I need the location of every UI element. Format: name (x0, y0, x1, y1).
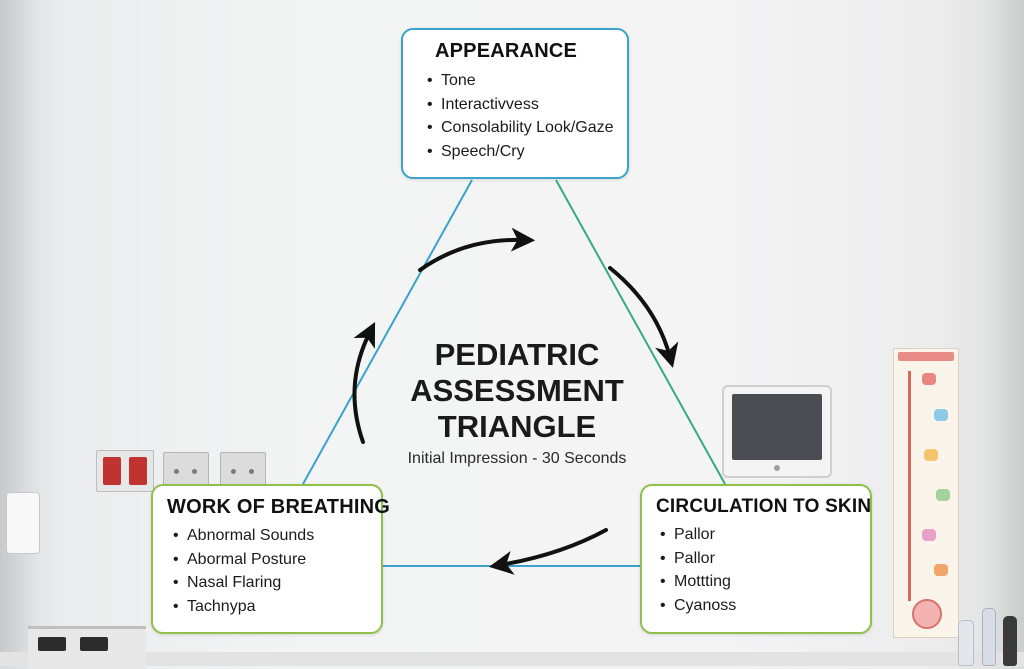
growth-chart-character (912, 599, 942, 629)
growth-height-chart (893, 348, 959, 638)
growth-chart-sticker (922, 373, 936, 385)
growth-chart-ruler (908, 371, 911, 601)
diagram-title: PEDIATRIC ASSESSMENT TRIANGLE (372, 337, 662, 445)
cycle-arrow-top (418, 227, 536, 272)
growth-chart-sticker (924, 449, 938, 461)
growth-chart-sticker (936, 489, 950, 501)
circulation-to-skin-list: Pallor Pallor Mottting Cyanoss (656, 523, 870, 617)
list-item: Pallor (660, 547, 870, 571)
list-item: Interactivvess (427, 93, 627, 117)
appearance-list: Tone Interactivvess Consolability Look/G… (427, 69, 627, 163)
work-of-breathing-heading: WORK OF BREATHING (167, 496, 391, 518)
diagram-subtitle: Initial Impression - 30 Seconds (407, 450, 627, 467)
wall-dispenser (6, 492, 40, 554)
wall-shadow-left (0, 0, 40, 666)
list-item: Consolability Look/Gaze (427, 116, 627, 140)
cycle-arrow-left (352, 322, 376, 444)
triangle-edge-left (302, 179, 473, 485)
appearance-box: APPEARANCE Tone Interactivvess Consolabi… (401, 28, 629, 179)
growth-chart-header (898, 352, 954, 361)
floor (0, 652, 1024, 666)
hospital-bed-rail (28, 626, 146, 669)
list-item: Tachnypa (173, 595, 381, 619)
list-item: Cyanoss (660, 594, 870, 618)
list-item: Mottting (660, 570, 870, 594)
red-wall-switch (96, 450, 154, 492)
work-of-breathing-list: Abnormal Sounds Abormal Posture Nasal Fl… (167, 524, 381, 618)
list-item: Abormal Posture (173, 548, 381, 572)
circulation-to-skin-box: CIRCULATION TO SKIN Pallor Pallor Mottti… (640, 484, 872, 634)
circulation-to-skin-heading: CIRCULATION TO SKIN (656, 496, 872, 517)
wall-shadow-right (984, 0, 1024, 666)
growth-chart-sticker (934, 564, 948, 576)
gray-wall-outlet (163, 452, 209, 490)
list-item: Abnormal Sounds (173, 524, 381, 548)
title-line: ASSESSMENT (410, 373, 624, 408)
appearance-heading: APPEARANCE (435, 40, 578, 62)
list-item: Speech/Cry (427, 140, 627, 164)
title-line: TRIANGLE (437, 409, 597, 444)
cycle-arrow-bottom (488, 528, 608, 575)
triangle-edge-right (555, 179, 726, 485)
list-item: Pallor (660, 523, 870, 547)
list-item: Tone (427, 69, 627, 93)
growth-chart-sticker (922, 529, 936, 541)
cycle-arrow-right (608, 266, 679, 368)
supply-bottle (1003, 616, 1017, 666)
growth-chart-sticker (934, 409, 948, 421)
monitor-screen (732, 394, 822, 460)
title-line: PEDIATRIC (434, 337, 600, 372)
wall-monitor (722, 385, 832, 478)
monitor-power-led (774, 465, 780, 471)
list-item: Nasal Flaring (173, 571, 381, 595)
work-of-breathing-box: WORK OF BREATHING Abnormal Sounds Aborma… (151, 484, 391, 634)
